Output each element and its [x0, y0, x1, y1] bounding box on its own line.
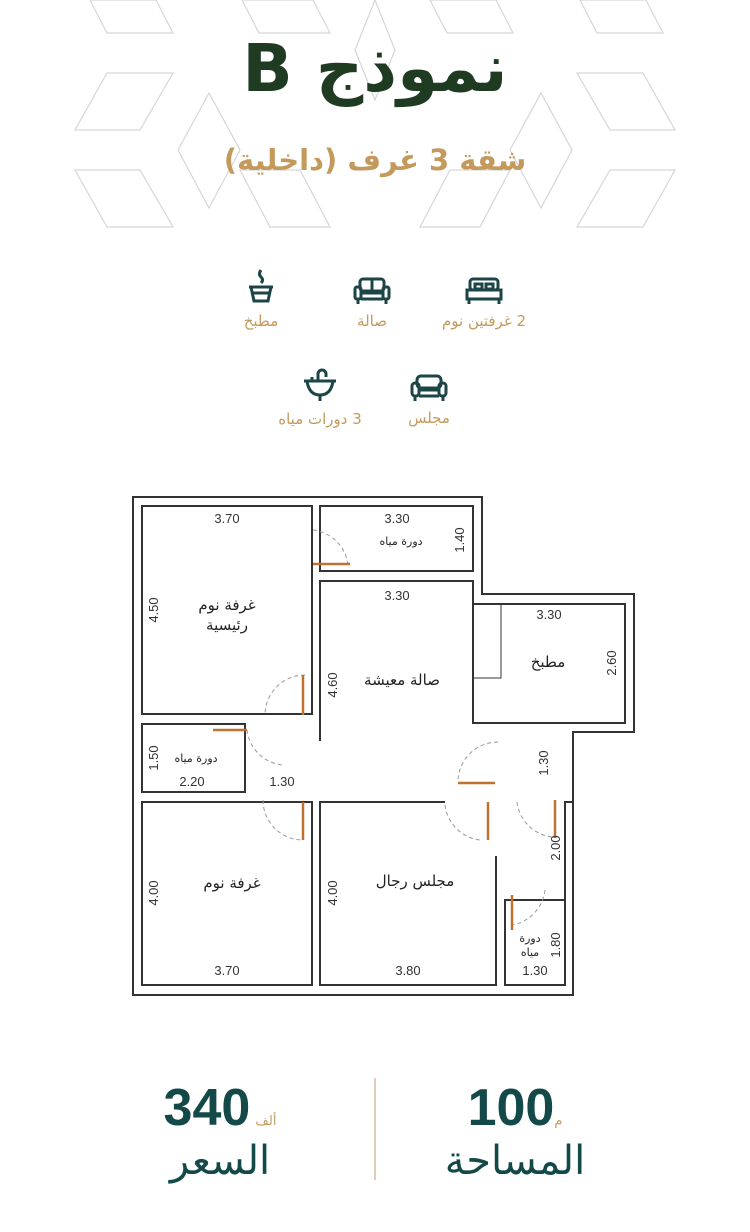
stats-divider — [374, 1078, 376, 1180]
room-label-bedroom: غرفة نوم — [203, 874, 260, 892]
kitchen-counter — [472, 603, 502, 679]
feature-majlis: مجلس — [354, 373, 504, 427]
outer-wall — [132, 496, 635, 996]
wall-living — [319, 580, 474, 741]
cooking-pot-icon — [249, 269, 273, 303]
feature-label: 2 غرفتين نوم — [441, 312, 527, 330]
door-swing — [516, 801, 553, 838]
dimension-label: 2.00 — [548, 835, 563, 860]
sofa-icon — [353, 277, 391, 304]
door-swing — [312, 529, 349, 566]
bed-icon — [465, 277, 503, 304]
feature-label: 3 دورات مياه — [278, 410, 362, 428]
page-subtitle: شقة 3 غرف (داخلية) — [223, 143, 527, 177]
page-title: نموذج B — [242, 30, 508, 107]
dimension-label: 4.60 — [325, 672, 340, 697]
area-label: المساحة — [444, 1138, 586, 1184]
price-unit: ألف — [255, 1114, 277, 1129]
dimension-label: 1.30 — [269, 774, 294, 789]
wall-bath-top — [319, 505, 474, 572]
dimension-label: 1.30 — [522, 963, 547, 978]
feature-bedrooms: 2 غرفتين نوم — [409, 276, 559, 330]
room-label-bath-right: مياه — [521, 946, 539, 959]
door-swing — [444, 804, 481, 841]
door-swing — [262, 799, 304, 841]
dimension-label: 2.20 — [179, 774, 204, 789]
room-label-kitchen: مطبخ — [531, 653, 566, 671]
area-unit: م — [554, 1114, 563, 1129]
sink-icon — [304, 368, 336, 401]
wall-bedroom — [141, 801, 313, 986]
feature-label: مطبخ — [243, 312, 279, 330]
dimension-label: 3.80 — [395, 963, 420, 978]
dimension-label: 1.80 — [548, 932, 563, 957]
feature-label: صالة — [357, 312, 387, 330]
room-label-majlis: مجلس رجال — [376, 872, 455, 890]
door-swing — [246, 729, 283, 766]
area-stat: م100 المساحة — [440, 1078, 590, 1184]
dimension-label: 4.50 — [146, 597, 161, 622]
background-pattern — [73, 0, 677, 228]
wall-majlis — [319, 801, 497, 986]
wall-bath-left — [141, 723, 246, 793]
dimension-label: 3.30 — [536, 607, 561, 622]
dimension-label: 4.00 — [146, 880, 161, 905]
feature-kitchen: مطبخ — [186, 268, 336, 330]
dimension-label: 3.30 — [384, 588, 409, 603]
room-label-master-bedroom: رئيسية — [206, 616, 248, 634]
feature-bathrooms: 3 دورات مياه — [245, 368, 395, 428]
door-swing — [264, 674, 306, 716]
wall-entry — [564, 801, 573, 900]
dimension-label: 3.30 — [384, 511, 409, 526]
dimension-label: 1.30 — [536, 750, 551, 775]
feature-living: صالة — [297, 276, 447, 330]
room-label-bath-top: دورة مياه — [379, 535, 422, 548]
feature-label: مجلس — [408, 409, 450, 427]
room-label-living: صالة معيشة — [364, 671, 440, 689]
dimension-label: 1.40 — [452, 527, 467, 552]
dimension-label: 2.60 — [604, 650, 619, 675]
wall-master-bedroom — [141, 505, 313, 715]
door-swing — [457, 741, 499, 783]
wall-kitchen — [472, 603, 626, 724]
dimension-label: 3.70 — [214, 511, 239, 526]
area-value: 100 — [467, 1079, 555, 1137]
price-label: السعر — [169, 1138, 271, 1184]
room-label-bath-left: دورة مياه — [174, 752, 217, 765]
door-swing — [511, 889, 546, 926]
dimension-label: 4.00 — [325, 880, 340, 905]
price-value: 340 — [163, 1079, 251, 1137]
armchair-icon — [410, 374, 448, 401]
wall-bath-right — [504, 899, 566, 986]
room-label-bath-right: دورة — [519, 932, 540, 945]
price-stat: ألف 340 السعر — [140, 1078, 300, 1184]
room-label-master-bedroom: غرفة نوم — [198, 596, 255, 614]
dimension-label: 1.50 — [146, 745, 161, 770]
dimension-label: 3.70 — [214, 963, 239, 978]
